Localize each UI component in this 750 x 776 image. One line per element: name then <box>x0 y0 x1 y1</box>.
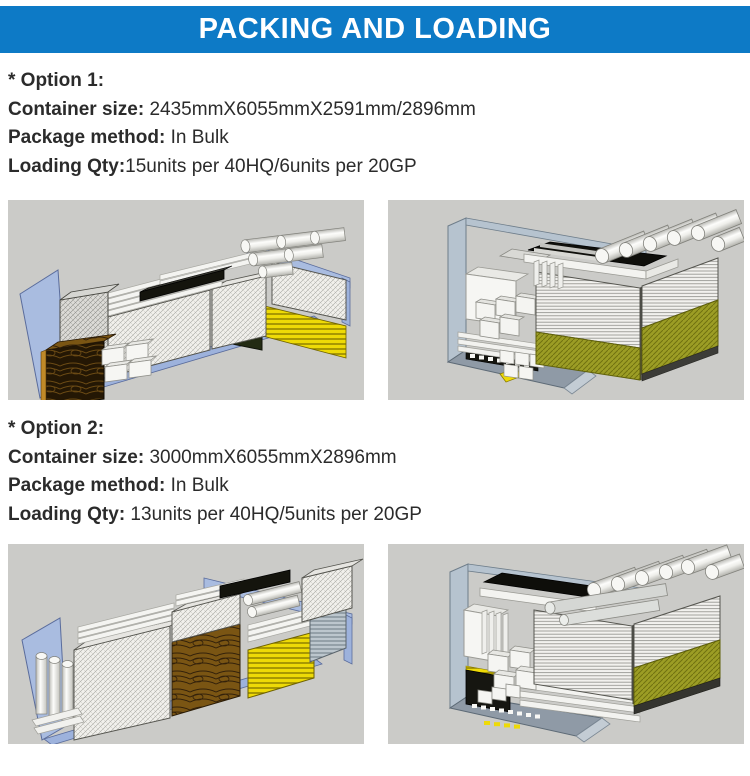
option-2-images-row <box>0 544 750 744</box>
container-size-value: 2435mmX6055mmX2591mm/2896mm <box>144 98 476 120</box>
option-1-images-row <box>0 200 750 400</box>
container-size-label: Container size: <box>8 446 145 468</box>
loading-qty-value: 13units per 40HQ/5units per 20GP <box>125 503 422 525</box>
option-2-20gp-loading-render <box>388 544 744 744</box>
section-header-banner: PACKING AND LOADING <box>0 6 750 53</box>
option-2-loading-qty: Loading Qty: 13units per 40HQ/5units per… <box>8 501 742 530</box>
loading-qty-value: 15units per 40HQ/6units per 20GP <box>125 155 417 177</box>
option-1-heading: * Option 1: <box>8 70 105 91</box>
option-1-40hq-loading-render <box>8 200 364 400</box>
option-2-container-size: Container size: 3000mmX6055mmX2896mm <box>8 444 742 473</box>
option-1-container-size: Container size: 2435mmX6055mmX2591mm/289… <box>8 96 742 125</box>
option-2-package-method: Package method: In Bulk <box>8 472 742 501</box>
loading-qty-label: Loading Qty: <box>8 155 126 177</box>
option-1-loading-qty: Loading Qty:15units per 40HQ/6units per … <box>8 153 742 182</box>
option-2-40hq-loading-render <box>8 544 364 744</box>
container-size-label: Container size: <box>8 98 145 120</box>
package-method-value: In Bulk <box>165 475 229 496</box>
package-method-label: Package method: <box>8 475 166 496</box>
package-method-label: Package method: <box>8 127 166 148</box>
package-method-value: In Bulk <box>165 127 229 148</box>
option-2-heading: * Option 2: <box>8 418 105 439</box>
section-title: PACKING AND LOADING <box>198 13 552 45</box>
option-1-package-method: Package method: In Bulk <box>8 124 742 153</box>
loading-qty-label: Loading Qty: <box>8 503 126 525</box>
option-1-text-block: * Option 1: Container size: 2435mmX6055m… <box>0 67 750 181</box>
option-1-20gp-loading-render <box>388 200 744 400</box>
container-size-value: 3000mmX6055mmX2896mm <box>144 446 397 468</box>
option-2-text-block: * Option 2: Container size: 3000mmX6055m… <box>0 415 750 529</box>
